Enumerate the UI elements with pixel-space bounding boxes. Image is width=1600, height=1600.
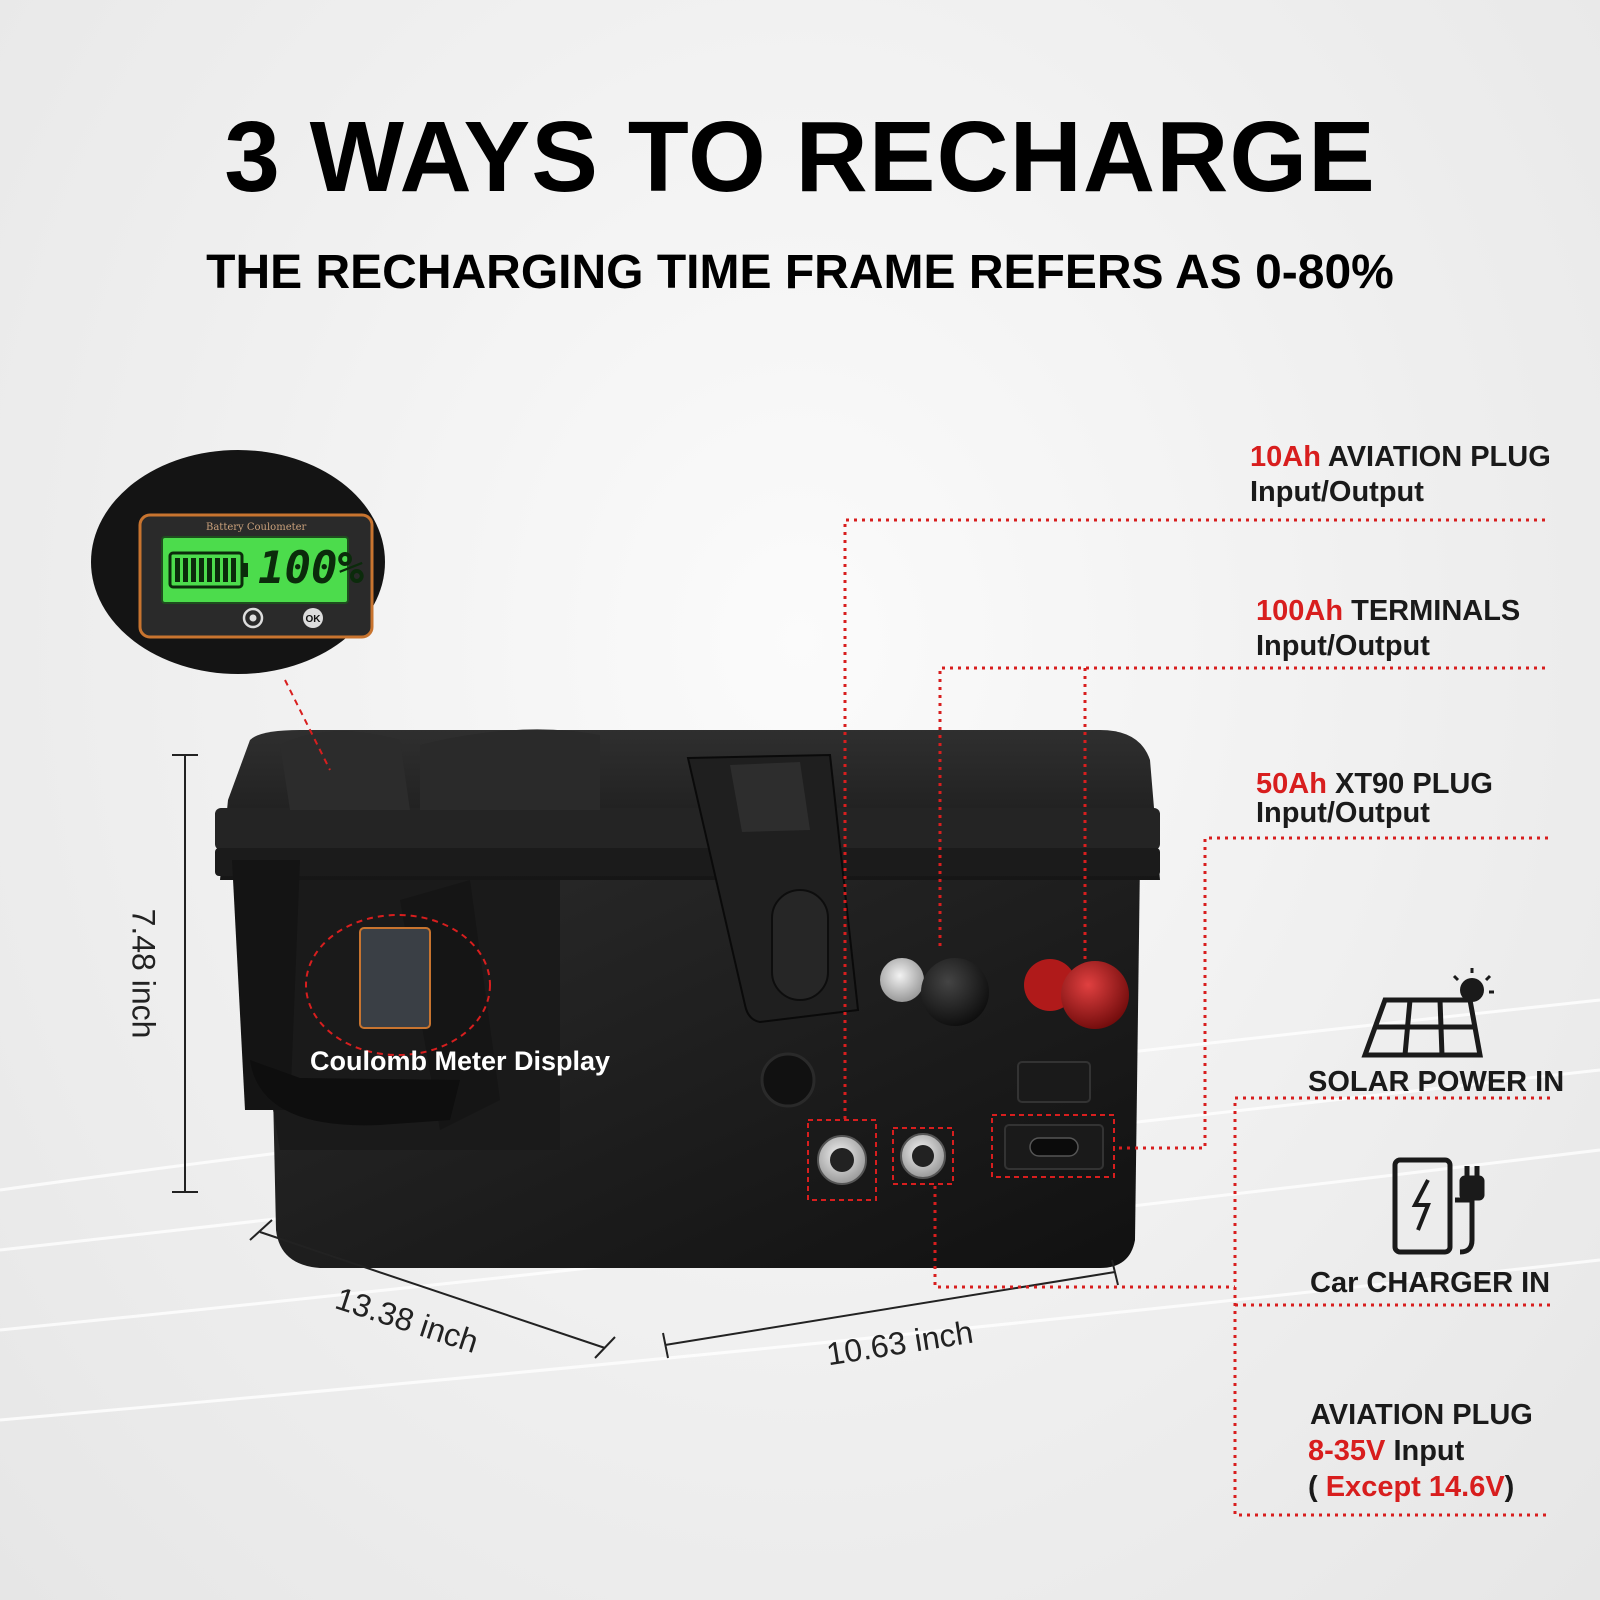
- except-close: ): [1504, 1470, 1515, 1503]
- car-charger-label: Car CHARGER IN: [1310, 1267, 1551, 1299]
- aviation-port-1: [807, 1119, 877, 1201]
- callout-io: Input/Output: [1256, 797, 1430, 829]
- dimension-width-line: [662, 1259, 1119, 1359]
- callout-xt90-50ah: 50Ah XT90 PLUG Input/Output: [1256, 770, 1493, 828]
- meter-percent: 100%: [258, 543, 364, 594]
- port-cap: [760, 1052, 816, 1108]
- battery-bar-icon: [168, 551, 248, 589]
- callout-name: XT90 PLUG: [1334, 768, 1493, 800]
- leader-xt90: [1114, 836, 1548, 1150]
- page-title: 3 WAYS TO RECHARGE: [224, 101, 1376, 213]
- callout-amp: 50Ah: [1256, 768, 1327, 800]
- callout-amp: 10Ah: [1250, 441, 1321, 473]
- dimension-height-line: [172, 754, 198, 1193]
- leader-charging-bracket: [1233, 1096, 1550, 1517]
- xt90-port: [991, 1061, 1115, 1178]
- battery-level-segment: [191, 558, 196, 582]
- meter-highlight-ring: [305, 914, 491, 1056]
- battery-case: [215, 729, 1160, 1268]
- except-value: Except 14.6V: [1325, 1470, 1505, 1503]
- meter-closeup-inset: OK: [91, 450, 385, 674]
- solar-power-label: SOLAR POWER IN: [1308, 1066, 1565, 1098]
- aviation-input-name: AVIATION PLUG: [1310, 1399, 1533, 1431]
- battery-level-segment: [207, 558, 212, 582]
- gear-icon: [242, 607, 264, 629]
- callout-io: Input/Output: [1256, 629, 1430, 662]
- callout-io: Input/Output: [1250, 475, 1424, 508]
- battery-level-segment: [175, 558, 180, 582]
- callout-terminals-100ah: 100Ah TERMINALS Input/Output: [1256, 594, 1520, 664]
- svg-text:OK: OK: [306, 614, 322, 625]
- solar-panel-icon: [1361, 997, 1483, 1058]
- aviation-input-voltage: 8-35V: [1308, 1434, 1386, 1467]
- callout-name: AVIATION PLUG: [1327, 441, 1551, 473]
- callout-aviation-10ah: 10Ah AVIATION PLUG Input/Output: [1250, 440, 1551, 510]
- ev-charger-icon: [1392, 1157, 1485, 1255]
- terminal-red: [1024, 959, 1129, 1029]
- callout-name: TERMINALS: [1351, 595, 1521, 627]
- side-meter-screen: [359, 927, 431, 1029]
- ok-icon: OK: [303, 608, 323, 628]
- aviation-input-callout: AVIATION PLUG 8-35V Input ( Except 14.6V…: [1308, 1398, 1533, 1506]
- coulomb-meter-label: Coulomb Meter Display: [310, 1046, 611, 1076]
- leader-aviation-10ah: [843, 518, 1545, 1120]
- dimension-height: 7.48 inch: [125, 908, 162, 1039]
- battery-level-segment: [231, 558, 236, 582]
- leader-aviation-input: [933, 1186, 1235, 1289]
- battery-level-segment: [223, 558, 228, 582]
- callout-leaders: [843, 518, 1550, 1517]
- callout-amp: 100Ah: [1256, 595, 1344, 627]
- page-subtitle: THE RECHARGING TIME FRAME REFERS AS 0-80…: [206, 246, 1394, 299]
- meter-title: Battery Coulometer: [206, 522, 307, 533]
- aviation-input-text: Input: [1385, 1434, 1465, 1467]
- aviation-port-2: [892, 1127, 954, 1185]
- battery-level-segment: [183, 558, 188, 582]
- battery-level-segment: [199, 558, 204, 582]
- battery-level-segment: [215, 558, 220, 582]
- dimension-length-line: [249, 1219, 616, 1359]
- leader-terminals-black: [938, 666, 1545, 950]
- inset-leader-line: [284, 679, 331, 771]
- sun-icon: [1452, 968, 1494, 1002]
- terminal-black: [880, 958, 989, 1026]
- except-open: (: [1308, 1470, 1326, 1503]
